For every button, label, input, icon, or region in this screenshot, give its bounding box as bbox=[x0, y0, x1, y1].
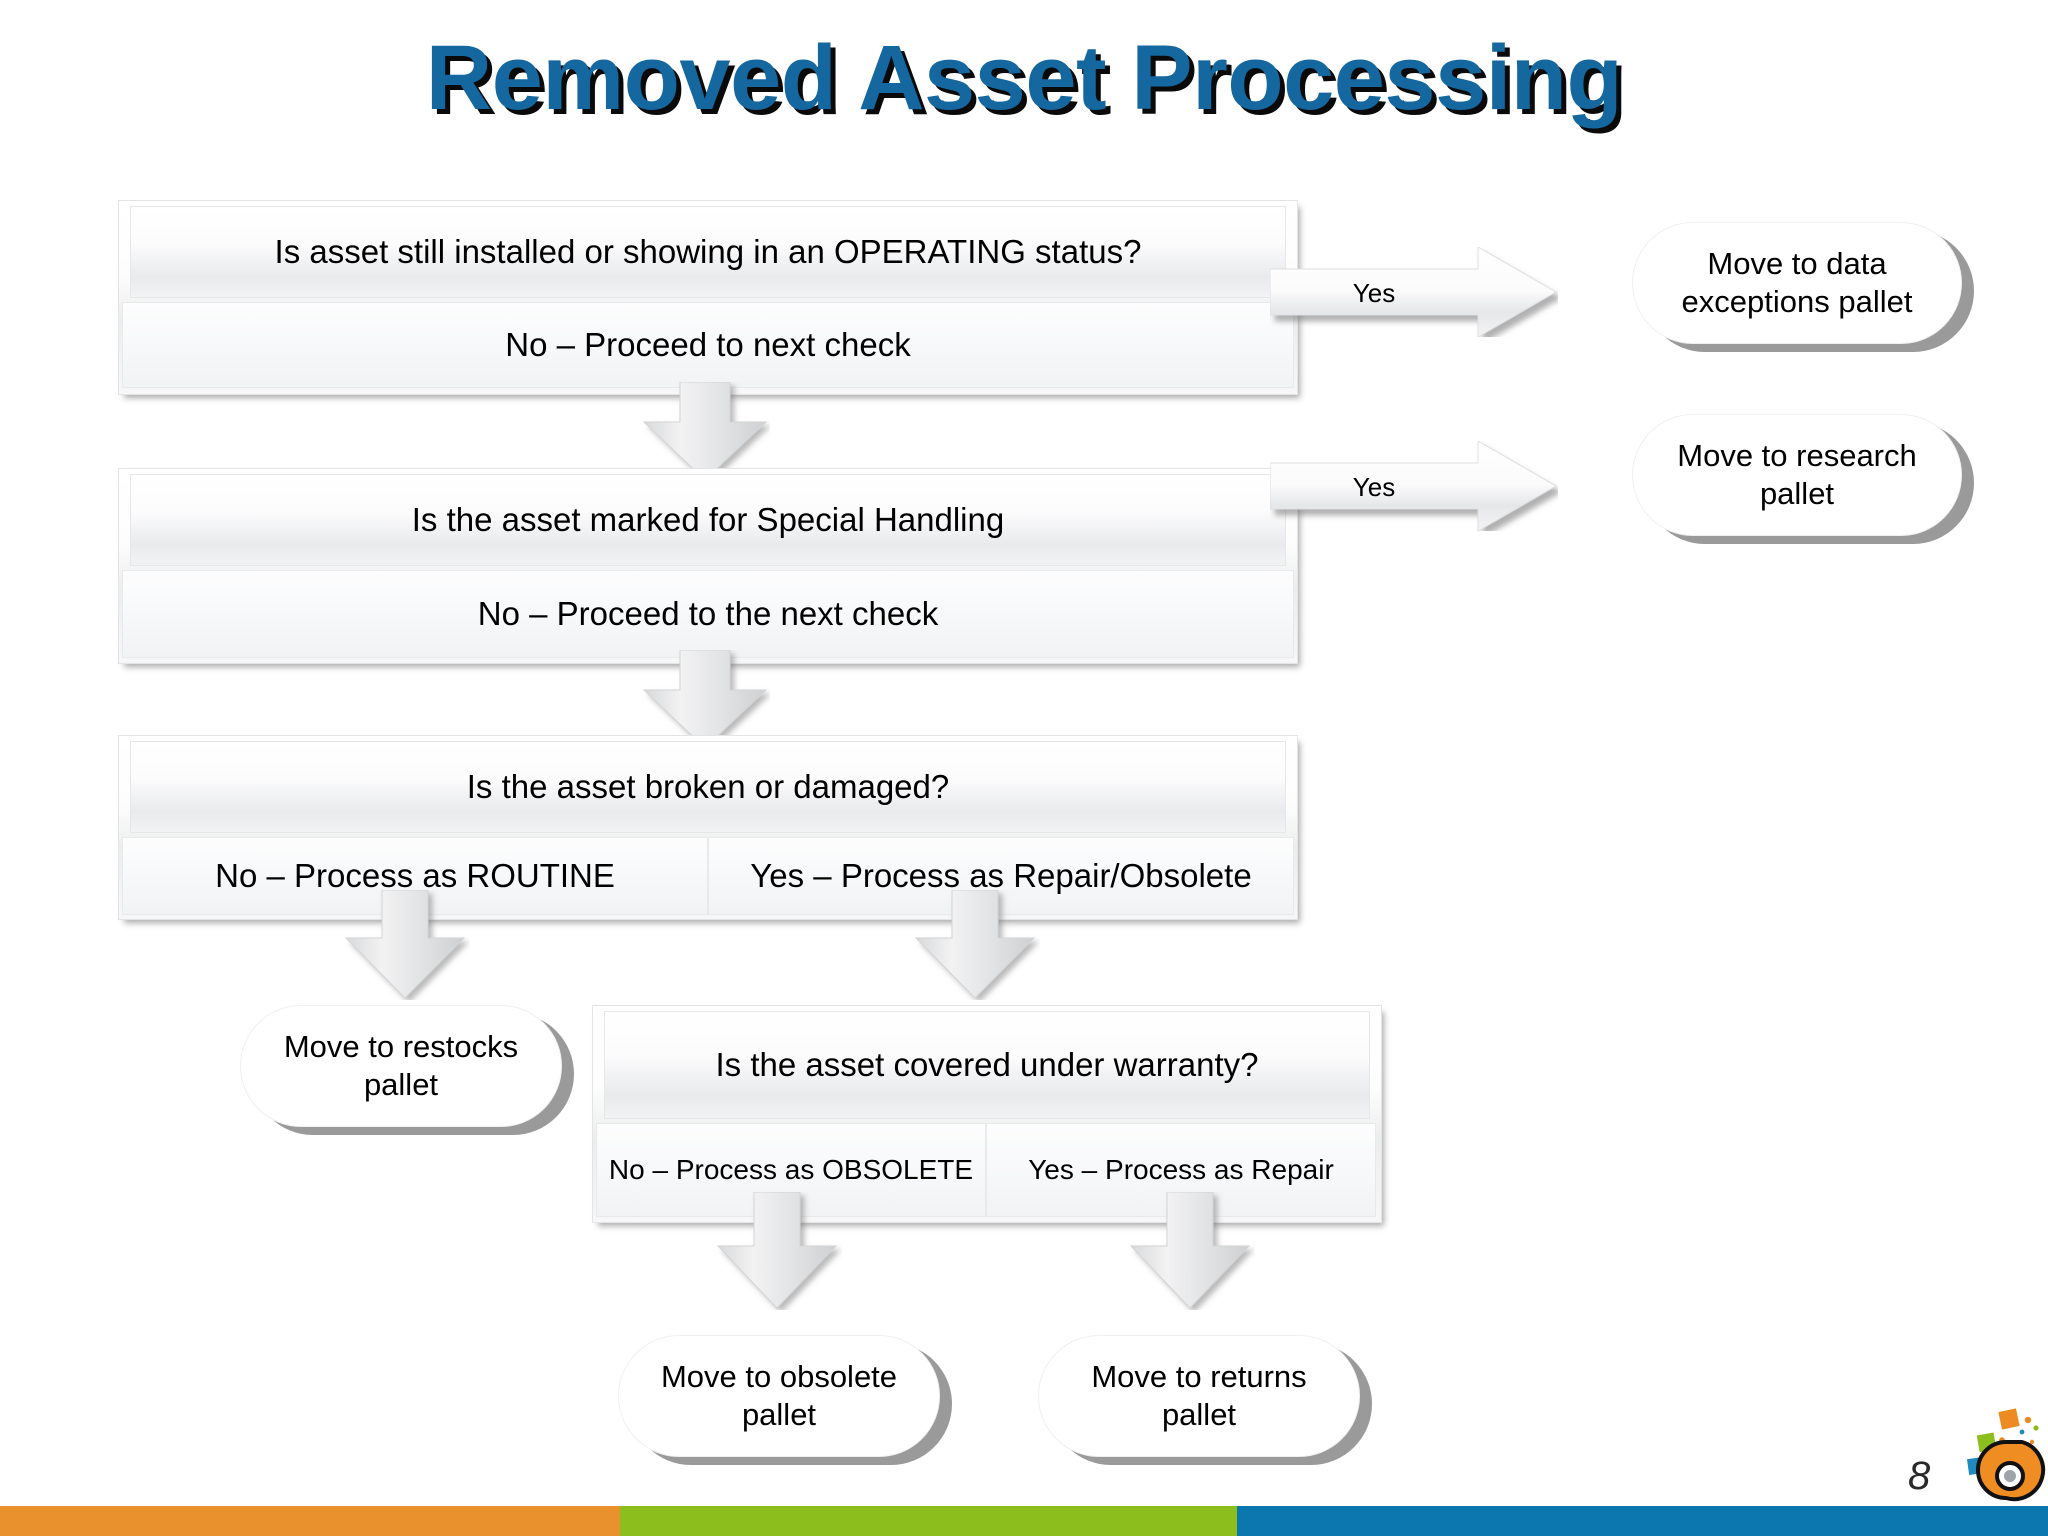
footer-bar-blue bbox=[1237, 1506, 2048, 1536]
footer-color-bars bbox=[0, 1506, 2048, 1536]
page-title: Removed Asset Processing bbox=[425, 27, 1623, 129]
decision-question-warranty: Is the asset covered under warranty? bbox=[604, 1011, 1370, 1119]
outcome-line-2: pallet bbox=[1759, 476, 1835, 511]
outcome-line-2: pallet bbox=[741, 1397, 817, 1432]
outcome-line-1: Move to data bbox=[1707, 246, 1887, 282]
outcome-line-2: pallet bbox=[1161, 1397, 1237, 1432]
outcome-line-2: exceptions pallet bbox=[1681, 284, 1913, 319]
outcome-line-1: Move to research bbox=[1677, 438, 1917, 474]
outcome-pill-label: Move to returns pallet bbox=[1038, 1335, 1360, 1457]
outcome-line-2: pallet bbox=[363, 1067, 439, 1102]
down-arrow-2-icon bbox=[640, 649, 770, 750]
decision-answer-broken-yes: Yes – Process as Repair/Obsolete bbox=[708, 837, 1294, 915]
footer-bar-orange bbox=[0, 1506, 620, 1536]
decision-answer-special-handling-no: No – Proceed to the next check bbox=[122, 570, 1294, 658]
decision-answer-warranty-no: No – Process as OBSOLETE bbox=[596, 1123, 986, 1217]
outcome-pill-label: Move to obsolete pallet bbox=[618, 1335, 940, 1457]
down-arrow-3-left-icon bbox=[340, 889, 470, 1000]
outcome-research: Move to research pallet bbox=[1632, 414, 1974, 544]
outcome-pill-label: Move to restocks pallet bbox=[240, 1005, 562, 1127]
decision-answer-operating-no: No – Proceed to next check bbox=[122, 302, 1294, 388]
down-arrow-3-right-icon bbox=[910, 889, 1040, 1000]
footer-bar-green bbox=[620, 1506, 1237, 1536]
decision-question-operating-check: Is asset still installed or showing in a… bbox=[130, 206, 1286, 298]
down-arrow-4-left-icon bbox=[712, 1191, 842, 1310]
outcome-line-1: Move to obsolete bbox=[660, 1359, 898, 1395]
decision-question-special-handling: Is the asset marked for Special Handling bbox=[130, 474, 1286, 566]
yes-arrow-2-icon bbox=[1269, 440, 1558, 532]
outcome-data-exceptions: Move to data exceptions pallet bbox=[1632, 222, 1974, 352]
page-number: 8 bbox=[1908, 1454, 1931, 1498]
yes-arrow-1-icon bbox=[1269, 246, 1558, 338]
down-arrow-4-right-icon bbox=[1125, 1191, 1255, 1310]
outcome-pill-label: Move to research pallet bbox=[1632, 414, 1962, 536]
down-arrow-1-icon bbox=[640, 381, 770, 482]
decision-question-broken-damaged: Is the asset broken or damaged? bbox=[130, 741, 1286, 833]
outcome-returns: Move to returns pallet bbox=[1038, 1335, 1372, 1465]
outcome-line-1: Move to restocks bbox=[283, 1029, 519, 1065]
outcome-line-1: Move to returns bbox=[1091, 1359, 1307, 1395]
outcome-obsolete: Move to obsolete pallet bbox=[618, 1335, 952, 1465]
outcome-restocks: Move to restocks pallet bbox=[240, 1005, 574, 1135]
company-logo-icon bbox=[1950, 1406, 2048, 1524]
outcome-pill-label: Move to data exceptions pallet bbox=[1632, 222, 1962, 344]
